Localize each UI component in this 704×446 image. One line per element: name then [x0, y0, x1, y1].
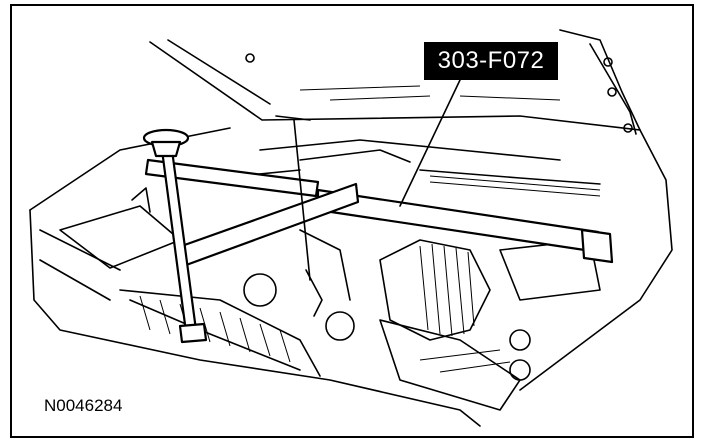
figure-id: N0046284 — [44, 396, 123, 415]
vehicle-body — [29, 127, 673, 427]
figure-frame — [10, 4, 694, 438]
callout-leader — [399, 79, 461, 207]
hood — [149, 29, 641, 135]
tool-callout-label: 303-F072 — [424, 42, 558, 80]
engine-support-tool — [131, 115, 614, 344]
